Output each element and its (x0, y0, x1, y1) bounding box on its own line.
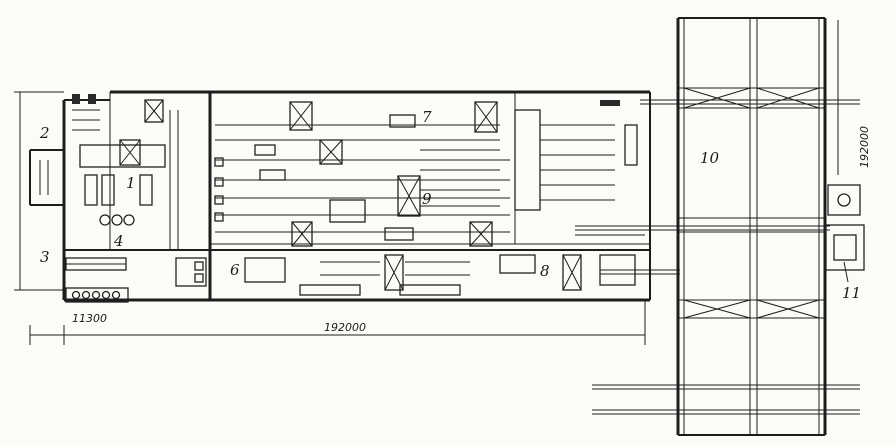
rail-tracks (575, 99, 860, 415)
right-section (514, 100, 645, 236)
label-11: 11 (842, 284, 861, 302)
label-10: 10 (700, 149, 720, 167)
label-8: 8 (540, 262, 550, 280)
unit-11 (825, 184, 865, 283)
label-3: 3 (40, 248, 50, 266)
production-lines (214, 114, 510, 241)
label-2: 2 (39, 124, 50, 142)
label-4: 4 (113, 232, 124, 250)
label-1: 1 (126, 174, 136, 192)
crane-bays (144, 99, 582, 291)
area-3-4 (65, 257, 207, 303)
area-1-equipment (79, 139, 166, 226)
lower-strip (244, 254, 636, 296)
label-7: 7 (422, 108, 432, 126)
label-9: 9 (422, 190, 432, 208)
label-6: 6 (230, 261, 240, 279)
dimension-main-width: 192000 (324, 321, 366, 334)
annex-2 (29, 94, 100, 206)
dimension-right-height: 192000 (858, 126, 871, 168)
dimension-left-width: 11300 (72, 312, 107, 325)
main-building (62, 90, 651, 302)
dimension-lines (14, 20, 839, 345)
